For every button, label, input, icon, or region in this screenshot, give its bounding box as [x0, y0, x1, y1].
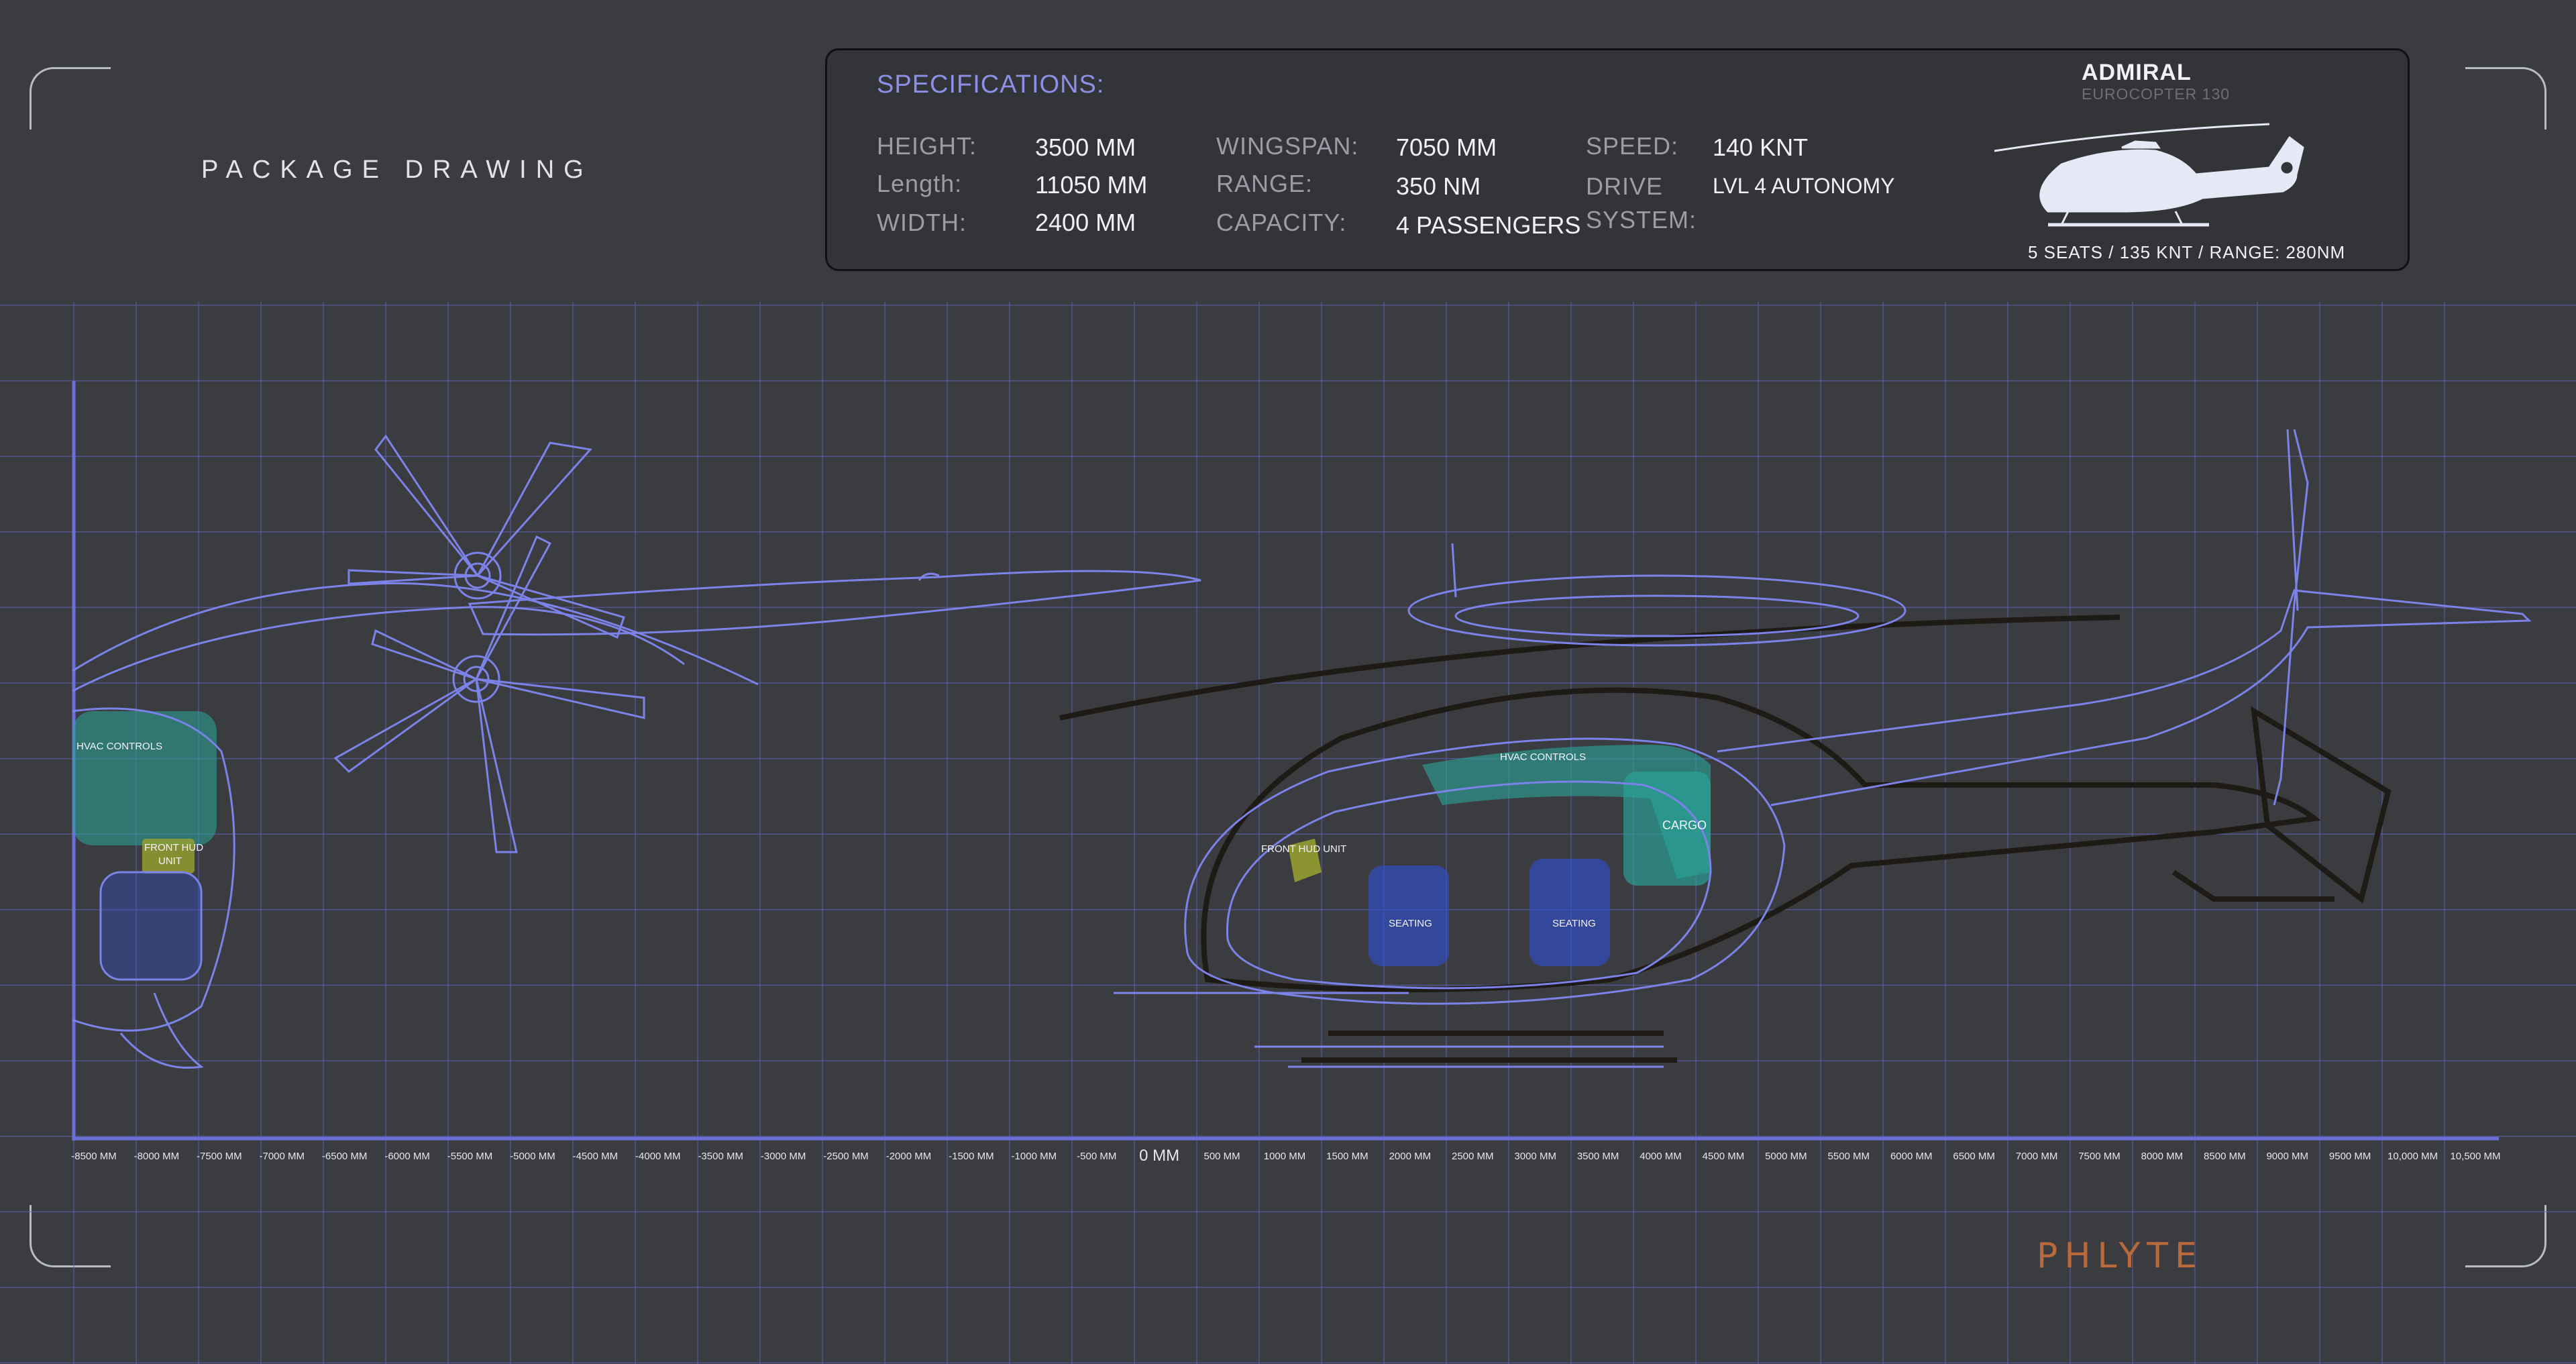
front-seat-zone: [1368, 865, 1449, 966]
axis-tick-label: -1000 MM: [1012, 1151, 1057, 1162]
page-title: PACKAGE DRAWING: [201, 156, 593, 184]
blueprint-grid: [0, 302, 2576, 1364]
axis-tick-label: 500 MM: [1203, 1151, 1240, 1162]
reference-helicopter-icon: [1994, 123, 2304, 227]
axis-tick-label: -7000 MM: [259, 1151, 305, 1162]
front-hvac-label: HVAC CONTROLS: [76, 741, 162, 752]
axis-tick-label: -2500 MM: [823, 1151, 869, 1162]
frame-corner-top-right: [2465, 67, 2546, 129]
axis-tick-label: 1500 MM: [1326, 1151, 1368, 1162]
front-hud-label-text-line2: UNIT: [158, 855, 182, 867]
axis-tick-label: 6500 MM: [1953, 1151, 1995, 1162]
axis-tick-label: 8500 MM: [2204, 1151, 2246, 1162]
side-hud-zone: [1288, 839, 1322, 882]
axis-tick-label: -8000 MM: [134, 1151, 180, 1162]
spec-width-value: 2400 MM: [1035, 209, 1136, 236]
axis-tick-label: 7500 MM: [2078, 1151, 2121, 1162]
axis-tick-label: -4000 MM: [635, 1151, 681, 1162]
axis-tick-label: 10,000 MM: [2387, 1151, 2438, 1162]
axis-tick-label: 4500 MM: [1703, 1151, 1745, 1162]
reference-model-subtitle: EUROCOPTER 130: [2082, 85, 2231, 103]
axis-tick-label: 0 MM: [1139, 1147, 1179, 1165]
spec-length-value: 11050 MM: [1035, 171, 1148, 199]
spec-capacity-label: CAPACITY:: [1216, 209, 1347, 236]
axis-tick-label: 9000 MM: [2266, 1151, 2308, 1162]
axis-tick-label: 3000 MM: [1514, 1151, 1556, 1162]
front-hud-zone: [142, 839, 195, 874]
axis-tick-label: 7000 MM: [2016, 1151, 2058, 1162]
axis-tick-label: 2000 MM: [1389, 1151, 1432, 1162]
axis-tick-label: -6500 MM: [322, 1151, 368, 1162]
axis-tick-label: -3500 MM: [698, 1151, 743, 1162]
frame-corner-top-left: [30, 67, 111, 129]
axis-tick-label: 4000 MM: [1640, 1151, 1682, 1162]
phlyte-logo: PHLYTE: [2037, 1236, 2204, 1276]
axis-tick-label: 1000 MM: [1264, 1151, 1306, 1162]
spec-wingspan-value: 7050 MM: [1396, 134, 1497, 161]
axis-tick-label: -5500 MM: [447, 1151, 493, 1162]
axis-tick-label: -6000 MM: [384, 1151, 430, 1162]
axis-tick-label: -5000 MM: [510, 1151, 555, 1162]
reference-helicopter-outline: [1059, 615, 2392, 1063]
spec-range-value: 350 NM: [1396, 172, 1481, 200]
axis-tick-label: 9500 MM: [2329, 1151, 2371, 1162]
specifications-panel: SPECIFICATIONS: HEIGHT: 3500 MM Length: …: [825, 48, 2410, 271]
seating-front-label: SEATING: [1389, 918, 1432, 929]
front-seat-shape: [99, 871, 203, 981]
axis-tick-label: 5000 MM: [1765, 1151, 1807, 1162]
side-hvac-label: HVAC CONTROLS: [1500, 751, 1586, 763]
spec-drive-value: LVL 4 AUTONOMY: [1713, 174, 1895, 198]
cargo-zone: [1623, 772, 1711, 886]
axis-tick-label: -1500 MM: [949, 1151, 994, 1162]
side-view-helicopter: [1059, 429, 2532, 1068]
frame-corner-bottom-left: [30, 1205, 111, 1267]
axis-tick-label: 8000 MM: [2141, 1151, 2184, 1162]
axis-tick-label: -500 MM: [1077, 1151, 1116, 1162]
spec-drive-label: DRIVE SYSTEM:: [1586, 172, 1697, 233]
spec-height-value: 3500 MM: [1035, 134, 1136, 161]
spec-length-label: Length:: [877, 170, 963, 197]
seating-rear-label: SEATING: [1552, 918, 1596, 929]
specifications-heading: SPECIFICATIONS:: [877, 70, 1105, 99]
front-hvac-zone: [72, 711, 217, 845]
axis-tick-label: 6000 MM: [1890, 1151, 1933, 1162]
cargo-label: CARGO: [1662, 819, 1707, 832]
axis-tick-label: 2500 MM: [1452, 1151, 1494, 1162]
spec-width-label: WIDTH:: [877, 209, 967, 236]
rear-seat-zone: [1529, 859, 1610, 966]
axis-tick-label: 5500 MM: [1828, 1151, 1870, 1162]
reference-model-caption: 5 SEATS / 135 KNT / RANGE: 280NM: [2028, 242, 2346, 262]
concept-helicopter-outline: [1114, 429, 2532, 1068]
front-hud-label-text: FRONT HUD: [144, 842, 203, 853]
spec-range-label: RANGE:: [1216, 170, 1313, 197]
reference-model-name: ADMIRAL: [2082, 60, 2192, 85]
axis-tick-labels: -8500 MM -8000 MM -7500 MM -7000 MM -6500 MM…: [71, 1147, 2500, 1165]
spec-speed-label: SPEED:: [1586, 132, 1679, 160]
axis-tick-label: -7500 MM: [197, 1151, 242, 1162]
axis-tick-label: -4500 MM: [573, 1151, 619, 1162]
axis-tick-label: -2000 MM: [886, 1151, 932, 1162]
axis-tick-label: -3000 MM: [761, 1151, 806, 1162]
spec-speed-value: 140 KNT: [1713, 134, 1809, 161]
side-hud-label: FRONT HUD UNIT: [1261, 843, 1346, 855]
frame-corner-bottom-right: [2465, 1205, 2546, 1267]
axis-tick-label: -8500 MM: [71, 1151, 117, 1162]
axis-tick-label: 3500 MM: [1577, 1151, 1619, 1162]
spec-height-label: HEIGHT:: [877, 132, 977, 160]
spec-capacity-value: 4 PASSENGERS: [1396, 211, 1581, 239]
axis-tick-label: 10,500 MM: [2450, 1151, 2500, 1162]
spec-wingspan-label: WINGSPAN:: [1216, 132, 1359, 160]
front-view-helicopter: [72, 434, 1201, 1069]
front-hud-label: FRONT HUD UNIT: [144, 842, 206, 867]
